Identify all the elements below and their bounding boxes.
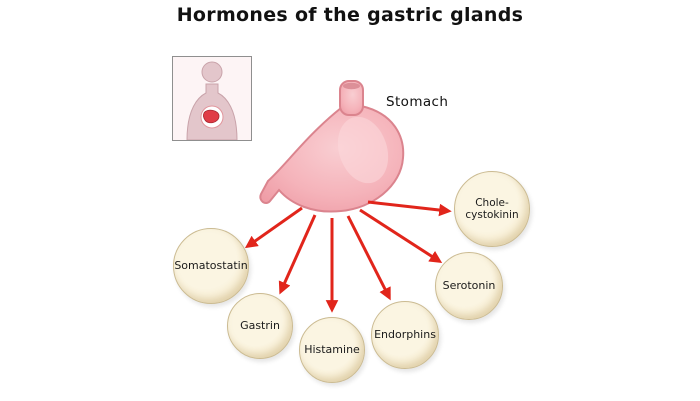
hormone-circle-somatostatin: Somatostatin <box>173 228 249 304</box>
arrow-to-serotonin-endorphins <box>346 215 391 301</box>
stomach-highlight <box>337 116 389 184</box>
hormone-circle-histamine: Histamine <box>299 317 365 383</box>
hormone-label: Somatostatin <box>174 258 248 272</box>
hormone-circle-cholecystokinin: Chole- cystokinin <box>454 171 530 247</box>
esophagus-opening <box>343 82 360 90</box>
hormone-label: Gastrin <box>240 318 280 332</box>
hormone-circle-serotonin: Serotonin <box>435 252 503 320</box>
human-silhouette-icon <box>186 61 238 141</box>
mini-stomach-icon <box>202 109 220 124</box>
hormone-label: Chole- cystokinin <box>465 196 519 221</box>
esophagus <box>339 80 364 116</box>
hormone-circle-endorphins: Endorphins <box>371 301 439 369</box>
hormone-circle-gastrin: Gastrin <box>227 293 293 359</box>
hormone-label: Histamine <box>304 342 360 356</box>
page-title: Hormones of the gastric glands <box>176 4 524 26</box>
stomach-label: Stomach <box>386 94 449 110</box>
stomach-illustration <box>259 80 405 213</box>
body-location-inset <box>172 56 252 141</box>
hormone-label: Endorphins <box>374 327 436 341</box>
hormone-label: Serotonin <box>442 278 496 292</box>
